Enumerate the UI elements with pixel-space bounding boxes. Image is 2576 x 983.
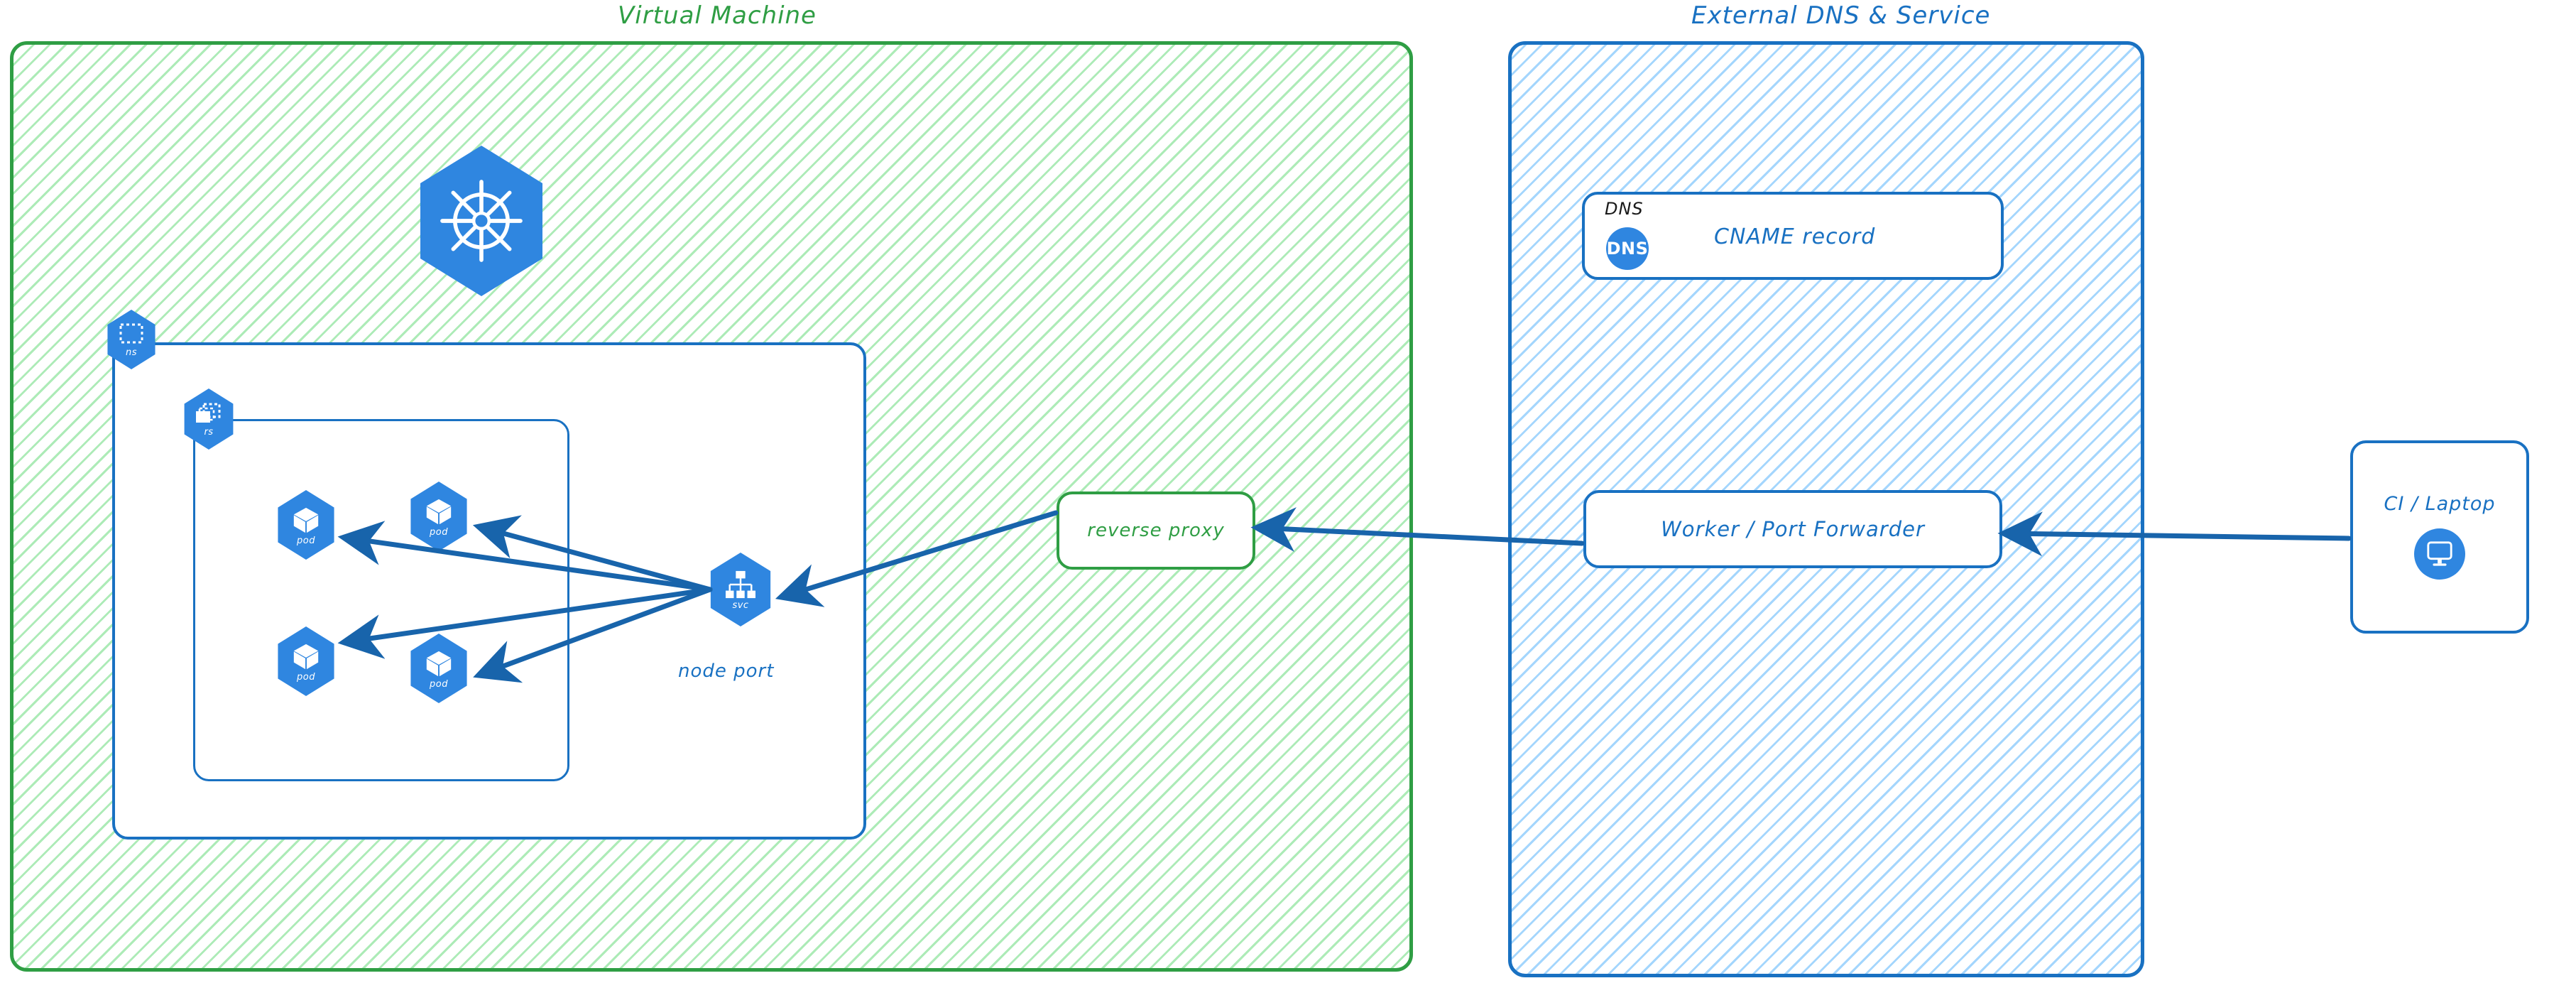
service-caption: svc bbox=[732, 599, 749, 611]
replicaset-stacked-squares-icon bbox=[196, 403, 221, 423]
node-port-label: node port bbox=[678, 661, 775, 682]
pod-cube-icon bbox=[293, 643, 319, 669]
pod-cube-icon bbox=[426, 499, 452, 524]
cname-record-label: CNAME record bbox=[1714, 224, 1876, 249]
pod-caption-2: pod bbox=[430, 526, 448, 538]
ci-laptop-box[interactable]: CI / Laptop bbox=[2350, 440, 2529, 634]
worker-port-forwarder-label: Worker / Port Forwarder bbox=[1661, 517, 1925, 541]
monitor-glyph-icon bbox=[2427, 541, 2452, 566]
kubernetes-helm-wheel-icon bbox=[440, 180, 523, 262]
worker-port-forwarder-box[interactable]: Worker / Port Forwarder bbox=[1583, 490, 2002, 568]
dns-chip-icon: DNS bbox=[1606, 227, 1649, 270]
pod-caption-1: pod bbox=[297, 535, 315, 546]
pod-cube-icon bbox=[293, 507, 319, 533]
namespace-dashed-square-icon bbox=[119, 323, 143, 343]
zone-title-virtual-machine: Virtual Machine bbox=[618, 1, 817, 30]
pod-caption-4: pod bbox=[430, 678, 448, 690]
reverse-proxy-box[interactable]: reverse proxy bbox=[1057, 492, 1255, 570]
ci-laptop-label: CI / Laptop bbox=[2384, 493, 2496, 515]
kubernetes-logo-icon bbox=[420, 146, 542, 296]
dns-kind-label: DNS bbox=[1605, 199, 1644, 219]
desktop-monitor-icon bbox=[2414, 528, 2465, 580]
pod-caption-3: pod bbox=[297, 671, 315, 683]
namespace-caption: ns bbox=[125, 347, 137, 358]
replicaset-container-box bbox=[193, 419, 569, 781]
reverse-proxy-label: reverse proxy bbox=[1087, 520, 1225, 541]
replicaset-caption: rs bbox=[204, 426, 214, 438]
pod-cube-icon bbox=[426, 651, 452, 676]
dns-record-card[interactable]: DNS DNS CNAME record bbox=[1582, 192, 2004, 280]
service-tree-icon bbox=[726, 570, 755, 598]
zone-title-external-dns-service: External DNS & Service bbox=[1691, 1, 1991, 30]
